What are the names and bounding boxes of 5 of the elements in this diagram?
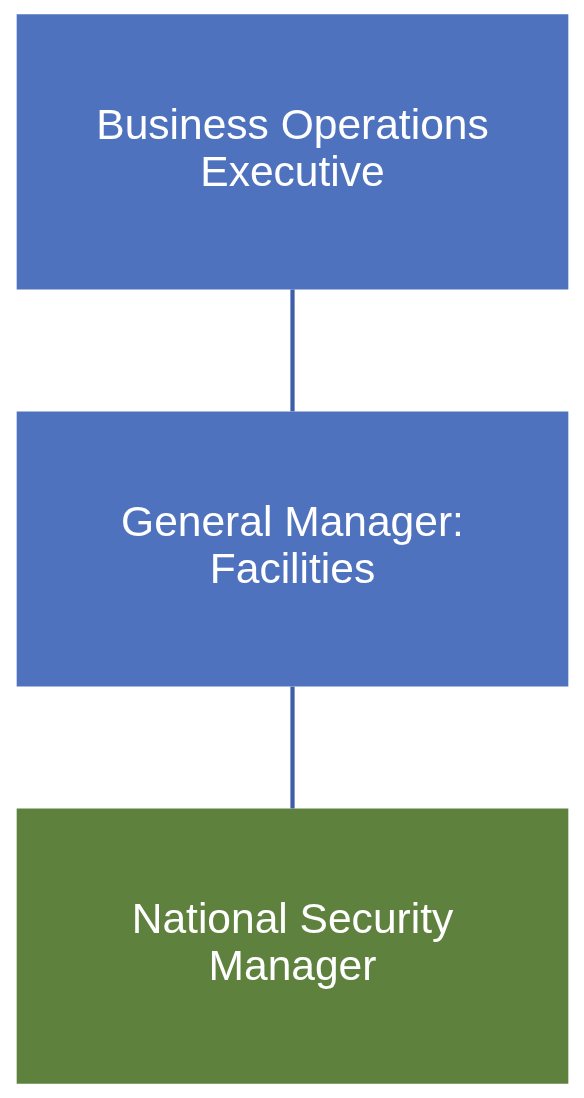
node-box: Business Operations Executive xyxy=(16,14,568,290)
node-box: General Manager: Facilities xyxy=(16,411,568,687)
node-box: National Security Manager xyxy=(16,808,568,1084)
connector xyxy=(289,289,295,412)
connector xyxy=(289,686,295,809)
